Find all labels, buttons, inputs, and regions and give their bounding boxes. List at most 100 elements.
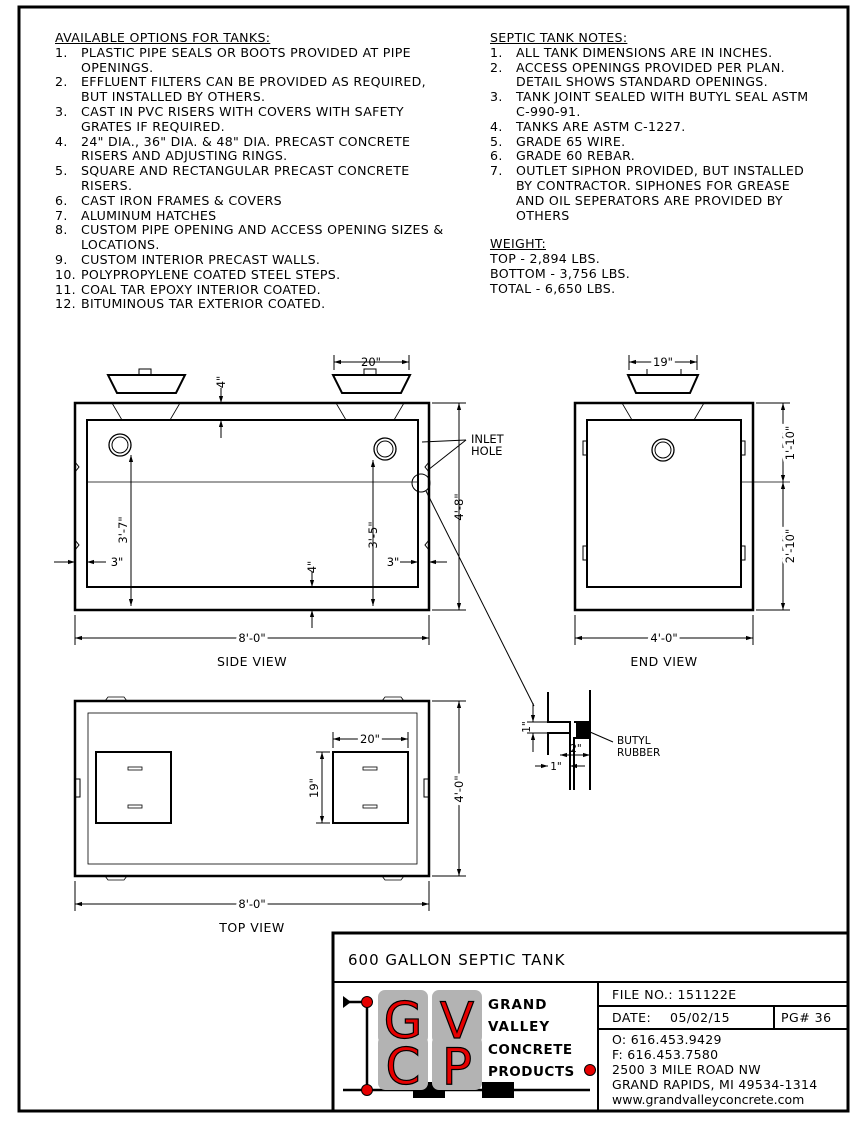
- address-line-1: 2500 3 MILE ROAD NW: [612, 1062, 761, 1077]
- joint-dim-c-label: 1": [550, 761, 562, 773]
- item-number: 2.: [55, 74, 68, 90]
- butyl-rubber-label: BUTYL: [617, 735, 651, 747]
- septic-tank-notes-heading: SEPTIC TANK NOTES:: [490, 30, 628, 45]
- file-number: FILE NO.: 151122E: [612, 987, 737, 1002]
- top-lug-left: [74, 778, 81, 798]
- butyl-rubber-seal: [576, 723, 590, 737]
- list-item: 10.POLYPROPYLENE COATED STEEL STEPS.: [55, 267, 450, 283]
- list-item: 2.ACCESS OPENINGS PROVIDED PER PLAN. DET…: [490, 59, 815, 91]
- side-dim-bottom-label: 4": [305, 561, 319, 574]
- page-number: PG# 36: [781, 1010, 832, 1025]
- item-text: 24" DIA., 36" DIA. & 48" DIA. PRECAST CO…: [81, 133, 411, 164]
- list-item: 7.OUTLET SIPHON PROVIDED, BUT INSTALLED …: [490, 163, 815, 223]
- item-number: 1.: [55, 44, 68, 60]
- inlet-hole-label: HOLE: [471, 444, 502, 458]
- top-lug-right: [423, 778, 430, 798]
- company-name: VALLEY: [488, 1019, 550, 1035]
- list-item: 1. PLASTIC PIPE SEALS OR BOOTS PROVIDED A…: [55, 44, 450, 76]
- end-wall-notch: [740, 545, 746, 561]
- list-item: 8. CUSTOM PIPE OPENING AND ACCESS OPENING…: [55, 223, 450, 253]
- weight-bottom: BOTTOM - 3,756 LBS.: [490, 265, 631, 281]
- butyl-rubber-label: RUBBER: [617, 747, 660, 759]
- side-outer-wall: [73, 401, 431, 612]
- item-number: 6.: [55, 192, 68, 208]
- dimension-labels: 20" 4" 3'-7" 3'-5" 4'-8" 3" 3" 4" 8'-0" …: [111, 352, 800, 914]
- list-item: 3.CAST IN PVC RISERS WITH COVERS WITH SA…: [55, 104, 450, 135]
- title-block-frame: [331, 931, 848, 1111]
- end-pipe-hole: [651, 438, 675, 462]
- item-text: ACCESS OPENINGS PROVIDED PER PLAN. DETAI…: [516, 59, 785, 90]
- side-view-label: SIDE VIEW: [217, 654, 287, 669]
- list-item: 4.TANKS ARE ASTM C-1227.: [490, 118, 815, 135]
- side-riser-left: [106, 374, 187, 394]
- item-number: 7.: [490, 163, 503, 179]
- top-access-opening-right: [332, 751, 409, 824]
- joint-detail-leader: [425, 490, 535, 707]
- website-link[interactable]: www.grandvalleyconcrete.com: [612, 1092, 804, 1107]
- side-dim-wall-left-label: 3": [111, 555, 124, 569]
- joint-lower-wall: [547, 692, 571, 790]
- logo-tile-g: [378, 990, 428, 1044]
- side-dim-inner-right-label: 3'-5": [366, 521, 380, 548]
- joint-upper-wall: [573, 690, 591, 790]
- date-value: 05/02/15: [670, 1010, 730, 1025]
- top-access-opening-left: [95, 751, 172, 824]
- joint-dim-a-label: 1": [521, 721, 533, 733]
- item-text: ALUMINUM HATCHES: [81, 207, 217, 223]
- view-labels: SIDE VIEW END VIEW TOP VIEW: [217, 654, 697, 935]
- gvcp-logo: G V C P GRAND VALLEY CONCRETE PRODUCTS: [361, 990, 596, 1097]
- top-dim-opening-h-label: 19": [307, 778, 321, 798]
- top-dim-width-label: 4'-0": [452, 775, 466, 802]
- butyl-leader: [589, 731, 614, 743]
- inlet-hole-label: INLET: [471, 432, 505, 446]
- logo-dot: [361, 1084, 373, 1096]
- available-options: AVAILABLE OPTIONS FOR TANKS: 1.PLASTIC P…: [55, 30, 450, 312]
- list-item: 11.COAL TAR EPOXY INTERIOR COATED.: [55, 281, 450, 298]
- fax-number: F: 616.453.7580: [612, 1047, 718, 1062]
- logo-tile-c: [378, 1036, 428, 1090]
- item-number: 11.: [55, 281, 76, 297]
- septic-tank-notes-list: 1.ALL TANK DIMENSIONS ARE IN INCHES. 2.A…: [490, 44, 815, 224]
- end-dim-upper-label: 1'-10": [783, 426, 797, 461]
- list-item: 7.ALUMINUM HATCHES: [55, 207, 450, 224]
- end-riser: [626, 374, 700, 394]
- side-inlet-hole-right: [373, 437, 397, 461]
- side-dim-wall-right-label: 3": [387, 555, 400, 569]
- item-text: SQUARE AND RECTANGULAR PRECAST CONCRETE …: [81, 163, 410, 193]
- side-joint-detail-callout: [411, 473, 431, 493]
- drawing-title: 600 GALLON SEPTIC TANK: [348, 951, 566, 969]
- company-name: PRODUCTS: [488, 1064, 575, 1080]
- item-text: TANKS ARE ASTM C-1227.: [516, 118, 686, 134]
- end-opening: [621, 402, 705, 421]
- side-dim-height-label: 4'-8": [452, 493, 466, 520]
- list-item: 2.EFFLUENT FILTERS CAN BE PROVIDED AS RE…: [55, 75, 450, 105]
- item-text: PLASTIC PIPE SEALS OR BOOTS PROVIDED AT …: [81, 44, 411, 75]
- top-outer: [73, 699, 431, 878]
- top-handle: [362, 804, 378, 809]
- joint-dim-b-label: 2": [570, 743, 582, 755]
- end-view: [573, 355, 790, 645]
- end-inner-cavity: [586, 419, 742, 588]
- side-riser-right-handle: [363, 368, 377, 376]
- end-dim-lower-label: 2'-10": [783, 529, 797, 564]
- item-number: 1.: [490, 44, 503, 60]
- side-inlet-hole-left-inner: [111, 436, 129, 454]
- item-number: 8.: [55, 222, 68, 238]
- item-text: TANK JOINT SEALED WITH BUTYL SEAL ASTM C…: [516, 89, 809, 119]
- list-item: 5.GRADE 65 WIRE.: [490, 134, 815, 150]
- side-riser-left-handle: [138, 368, 152, 376]
- logo-block: [482, 1082, 514, 1098]
- sheet-border: [17, 5, 850, 1113]
- item-text: CUSTOM PIPE OPENING AND ACCESS OPENING S…: [81, 222, 444, 253]
- side-dim-inner-left-label: 3'-7": [116, 516, 130, 543]
- company-name: CONCRETE: [488, 1042, 573, 1058]
- logo-tile-p: [432, 1036, 482, 1090]
- list-item: 6.GRADE 60 REBAR.: [490, 149, 815, 164]
- top-dim-length-label: 8'-0": [238, 897, 265, 911]
- side-opening-left: [111, 402, 181, 421]
- available-options-list: 1. PLASTIC PIPE SEALS OR BOOTS PROVIDED A…: [55, 44, 450, 312]
- septic-tank-notes: SEPTIC TANK NOTES: 1.ALL TANK DIMENSIONS…: [490, 30, 815, 297]
- side-inlet-hole-left: [108, 433, 132, 457]
- end-wall-notch: [740, 440, 746, 456]
- side-opening-right: [335, 402, 405, 421]
